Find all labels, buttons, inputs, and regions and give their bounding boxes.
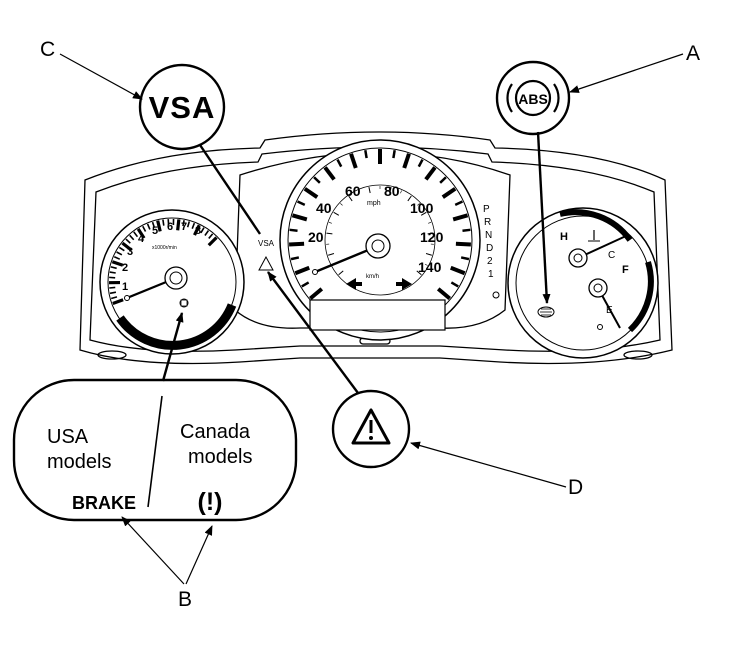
tachometer-unit: x1000r/min (152, 245, 177, 251)
temp-cold-label: C (608, 250, 615, 261)
tach-label-8: 8 (195, 225, 201, 237)
speed-label-80: 80 (384, 183, 400, 199)
gauge-tick (110, 292, 116, 293)
speed-label-20: 20 (308, 229, 324, 245)
speedometer: 20 40 60 80 100 120 140 mph km/h (280, 140, 480, 340)
temp-hot-label: H (560, 231, 568, 243)
gauge-tick (163, 220, 164, 226)
callout-d-arrow (411, 443, 566, 487)
gear-1: 1 (488, 269, 494, 280)
brake-canada-symbol: (!) (198, 488, 223, 516)
callout-label-d: D (568, 476, 583, 499)
gauge-tick (462, 230, 470, 231)
temp-fuel-gauge: H C F E (508, 208, 658, 358)
gauge-tick (289, 244, 304, 245)
gauge-tick (291, 257, 299, 259)
vsa-symbol: VSA (149, 90, 216, 125)
brake-indicator-box: USA models Canada models BRAKE (!) (14, 380, 296, 520)
callout-c-arrow (60, 54, 142, 99)
callout-b-arrow-usa (122, 517, 184, 584)
callout-label-b: B (178, 588, 192, 611)
callout-label-c: C (40, 38, 55, 61)
canada-label-line2: models (188, 446, 252, 468)
fuel-pump-dot (598, 325, 603, 330)
abs-indicator-callout: ABS (497, 62, 569, 134)
callout-label-a: A (686, 42, 700, 65)
gear-n: N (485, 230, 492, 241)
speed-label-60: 60 (345, 183, 361, 199)
tachometer: 1 2 3 4 5 6 7 8 x1000r/min (100, 210, 244, 354)
tach-label-6: 6 (167, 221, 173, 233)
gauge-tick (178, 219, 179, 230)
speed-label-120: 120 (420, 229, 444, 245)
speed-label-40: 40 (316, 200, 332, 216)
usa-label-line1: USA (47, 426, 89, 448)
gear-d: D (486, 243, 493, 254)
tach-label-2: 2 (122, 262, 128, 274)
gauge-tick (110, 272, 116, 273)
tach-label-3: 3 (127, 246, 133, 258)
speedometer-unit-kmh: km/h (366, 274, 379, 280)
tach-label-1: 1 (122, 281, 128, 293)
gauge-tick (365, 150, 366, 158)
gear-p: P (483, 204, 490, 215)
gauge-tick (461, 257, 469, 259)
tach-label-4: 4 (138, 233, 145, 245)
gear-r: R (484, 217, 491, 228)
vsa-small-indicator: VSA (258, 239, 275, 248)
vsa-indicator-callout: VSA (140, 65, 224, 149)
abs-symbol: ABS (518, 91, 548, 107)
gear-2: 2 (487, 256, 493, 267)
abs-small-lamp-icon (538, 307, 554, 317)
gauge-tick (109, 287, 115, 288)
gear-indicator: P R N D 2 1 (483, 204, 494, 280)
odometer-display (310, 300, 445, 330)
gauge-tick (290, 230, 298, 231)
small-warning-triangle-icon (259, 257, 273, 270)
speed-label-140: 140 (418, 259, 442, 275)
gauge-tick (456, 244, 471, 245)
gauge-tick (393, 150, 394, 158)
tach-label-5: 5 (152, 225, 158, 237)
speed-label-100: 100 (410, 200, 434, 216)
warning-triangle-callout (333, 391, 409, 467)
speedometer-unit-mph: mph (367, 200, 381, 207)
callout-a-arrow (570, 54, 683, 92)
callout-b-arrow-canada (186, 526, 212, 584)
canada-label-line1: Canada (180, 421, 251, 443)
tach-label-7: 7 (181, 221, 187, 233)
brake-usa-symbol: BRAKE (72, 493, 136, 513)
fuel-full-label: F (622, 264, 629, 276)
usa-label-line2: models (47, 451, 111, 473)
